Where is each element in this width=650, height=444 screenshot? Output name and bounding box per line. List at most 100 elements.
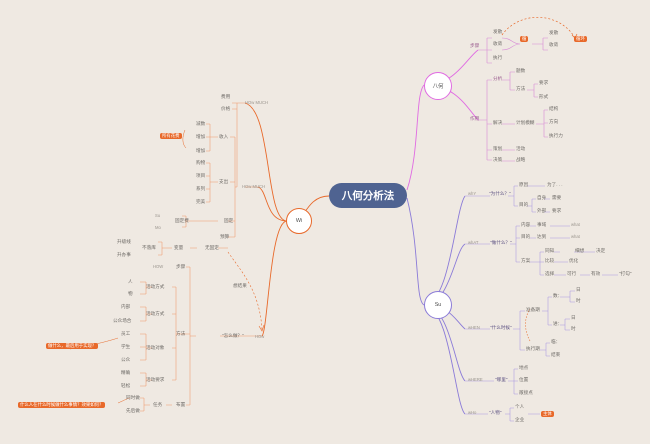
node-fasan2: 发散 [549,30,559,35]
node-when: "什么时候" [490,325,512,330]
node-wu: 物 [128,291,133,296]
node-ri2: 日 [571,315,576,320]
node-neirong: 内容 [521,222,531,227]
branch-node-wi[interactable]: Wi [286,208,312,234]
code-howmuch: HOw MUCH [242,184,266,189]
node-shi: 时 [576,298,581,303]
node-jianshou: 减数 [196,121,206,126]
tag-cost: 所有花费 [160,133,182,139]
wi-dashed [227,251,263,331]
node-fangfa: 方法 [516,86,526,91]
node-wei: 为了. . . [547,182,563,187]
node-bianliangyu: 不落库 [142,245,156,250]
node-bushu: 步骤 [176,264,186,269]
node-jueding: 决定 [596,248,606,253]
node-lin: 临： [551,339,561,344]
node-buzou: 步骤 [470,43,480,48]
node-xuanze: 选择 [545,271,555,276]
node-yujing: 预算 [220,234,230,239]
node-gudingfei: 固定费 [175,218,189,223]
node-bianfei: 变量 [174,245,184,250]
node-waibu: 外部 [537,208,547,213]
node-yuangong: 员工 [121,331,131,336]
branch-node-bahe[interactable]: 八何 [424,72,452,100]
node-xuesheng: 学生 [121,344,131,349]
node-cehua: 策划 [493,146,503,151]
node-weiyi: 升级线 [117,239,131,244]
node-renwu: 任务 [153,402,163,407]
node-wanmei: 完美 [196,199,206,204]
node-youhua: 优化 [569,258,579,263]
node-chengkou: 敞接点 [519,390,533,395]
code-su: Su [155,213,161,218]
node-zengjia2: 增加 [196,148,206,153]
cycle-arc [501,17,576,39]
node-what: "做什么？" [490,240,512,245]
node-jingli: 精确 [121,370,131,375]
node-xianhou: 先后做 [126,408,140,413]
node-qiye: 企业 [515,417,525,422]
node-chengben: 费用 [221,94,231,99]
node-jiage: 价格 [221,106,231,111]
tag-zhuti: 主体 [541,411,554,417]
node-zhixing: 执行 [493,55,503,60]
node-huodong-duixiang: 活动对象 [146,345,165,350]
node-bidui: 比较 [545,258,555,263]
branch-su-sublines [465,185,618,422]
node-zhanlue: 战略 [516,157,526,162]
tag-mid: 做什么，最后用于实现？ [46,343,99,349]
node-dashed: 想结果 [233,283,247,288]
node-gongsi: 公众场合 [113,318,132,323]
node-zhixiang: 细想 [575,248,585,253]
node-shou: 收入 [219,134,229,139]
branch-node-su[interactable]: Su [424,291,452,319]
node-tongzhi: 同知 [545,248,555,253]
node-where: "哪里" [495,377,508,382]
node-shiyu: 事域 [537,222,547,227]
node-youxiao: 有效 [591,271,601,276]
node-shi2: 时 [571,326,576,331]
tag-cycle-right: 循环 [574,36,587,42]
node-wu-bian: 无固定 [205,245,219,250]
node-zengjia: 增加 [196,134,206,139]
node-fangxiang: 方向 [549,119,559,124]
node-dacheng-c: what [571,234,580,239]
code-who: wHo [468,410,477,415]
branch-bahe-sublines [478,37,548,162]
node-huodong-guimo: 活动方式 [146,284,165,289]
node-tongshi: 同时做 [126,395,140,400]
node-jiegou: 结构 [549,106,559,111]
node-mubiao: 目的 [521,234,531,239]
node-jihua: 计划模糊 [516,120,535,125]
node-huodong: 活动 [516,146,526,151]
node-xiangmu: 项目 [196,173,206,178]
node-weizhi: 位置 [519,377,529,382]
node-keyi: 可行 [567,271,577,276]
code-when: wHEN [468,325,480,330]
code-mo: Mo [155,225,161,230]
node-zuoyong: 作用 [470,116,480,121]
code-where: wHERE [468,377,483,382]
node-qingsong: 轻松 [121,383,131,388]
node-xingshi: 形式 [539,94,549,99]
node-juece: 决策 [493,157,503,162]
tag-cycle-left: 循 [520,36,529,42]
node-jin: 进： [553,321,563,326]
node-yuanyin: 原因 [519,182,529,187]
node-yaoqiu: 要求 [539,80,549,85]
node-jieshu: 结束 [551,352,561,357]
root-node[interactable]: 八何分析法 [329,183,407,208]
node-zhichu: 支出 [219,179,229,184]
node-dahuan: "打勾" [619,271,632,276]
node-how-do: "怎么做？" [222,333,244,338]
node-ri: 日 [576,287,581,292]
node-tiaoshu: 题数 [516,68,526,73]
node-fangan: 方案 [521,258,531,263]
node-fenxi: 分析 [493,76,503,81]
node-geren: 个人 [515,404,525,409]
code-what: whAT [468,240,479,245]
code-how: HOW [153,264,164,269]
node-ziji-v: 需要 [552,195,562,200]
branch-wi-sublines [140,102,262,412]
